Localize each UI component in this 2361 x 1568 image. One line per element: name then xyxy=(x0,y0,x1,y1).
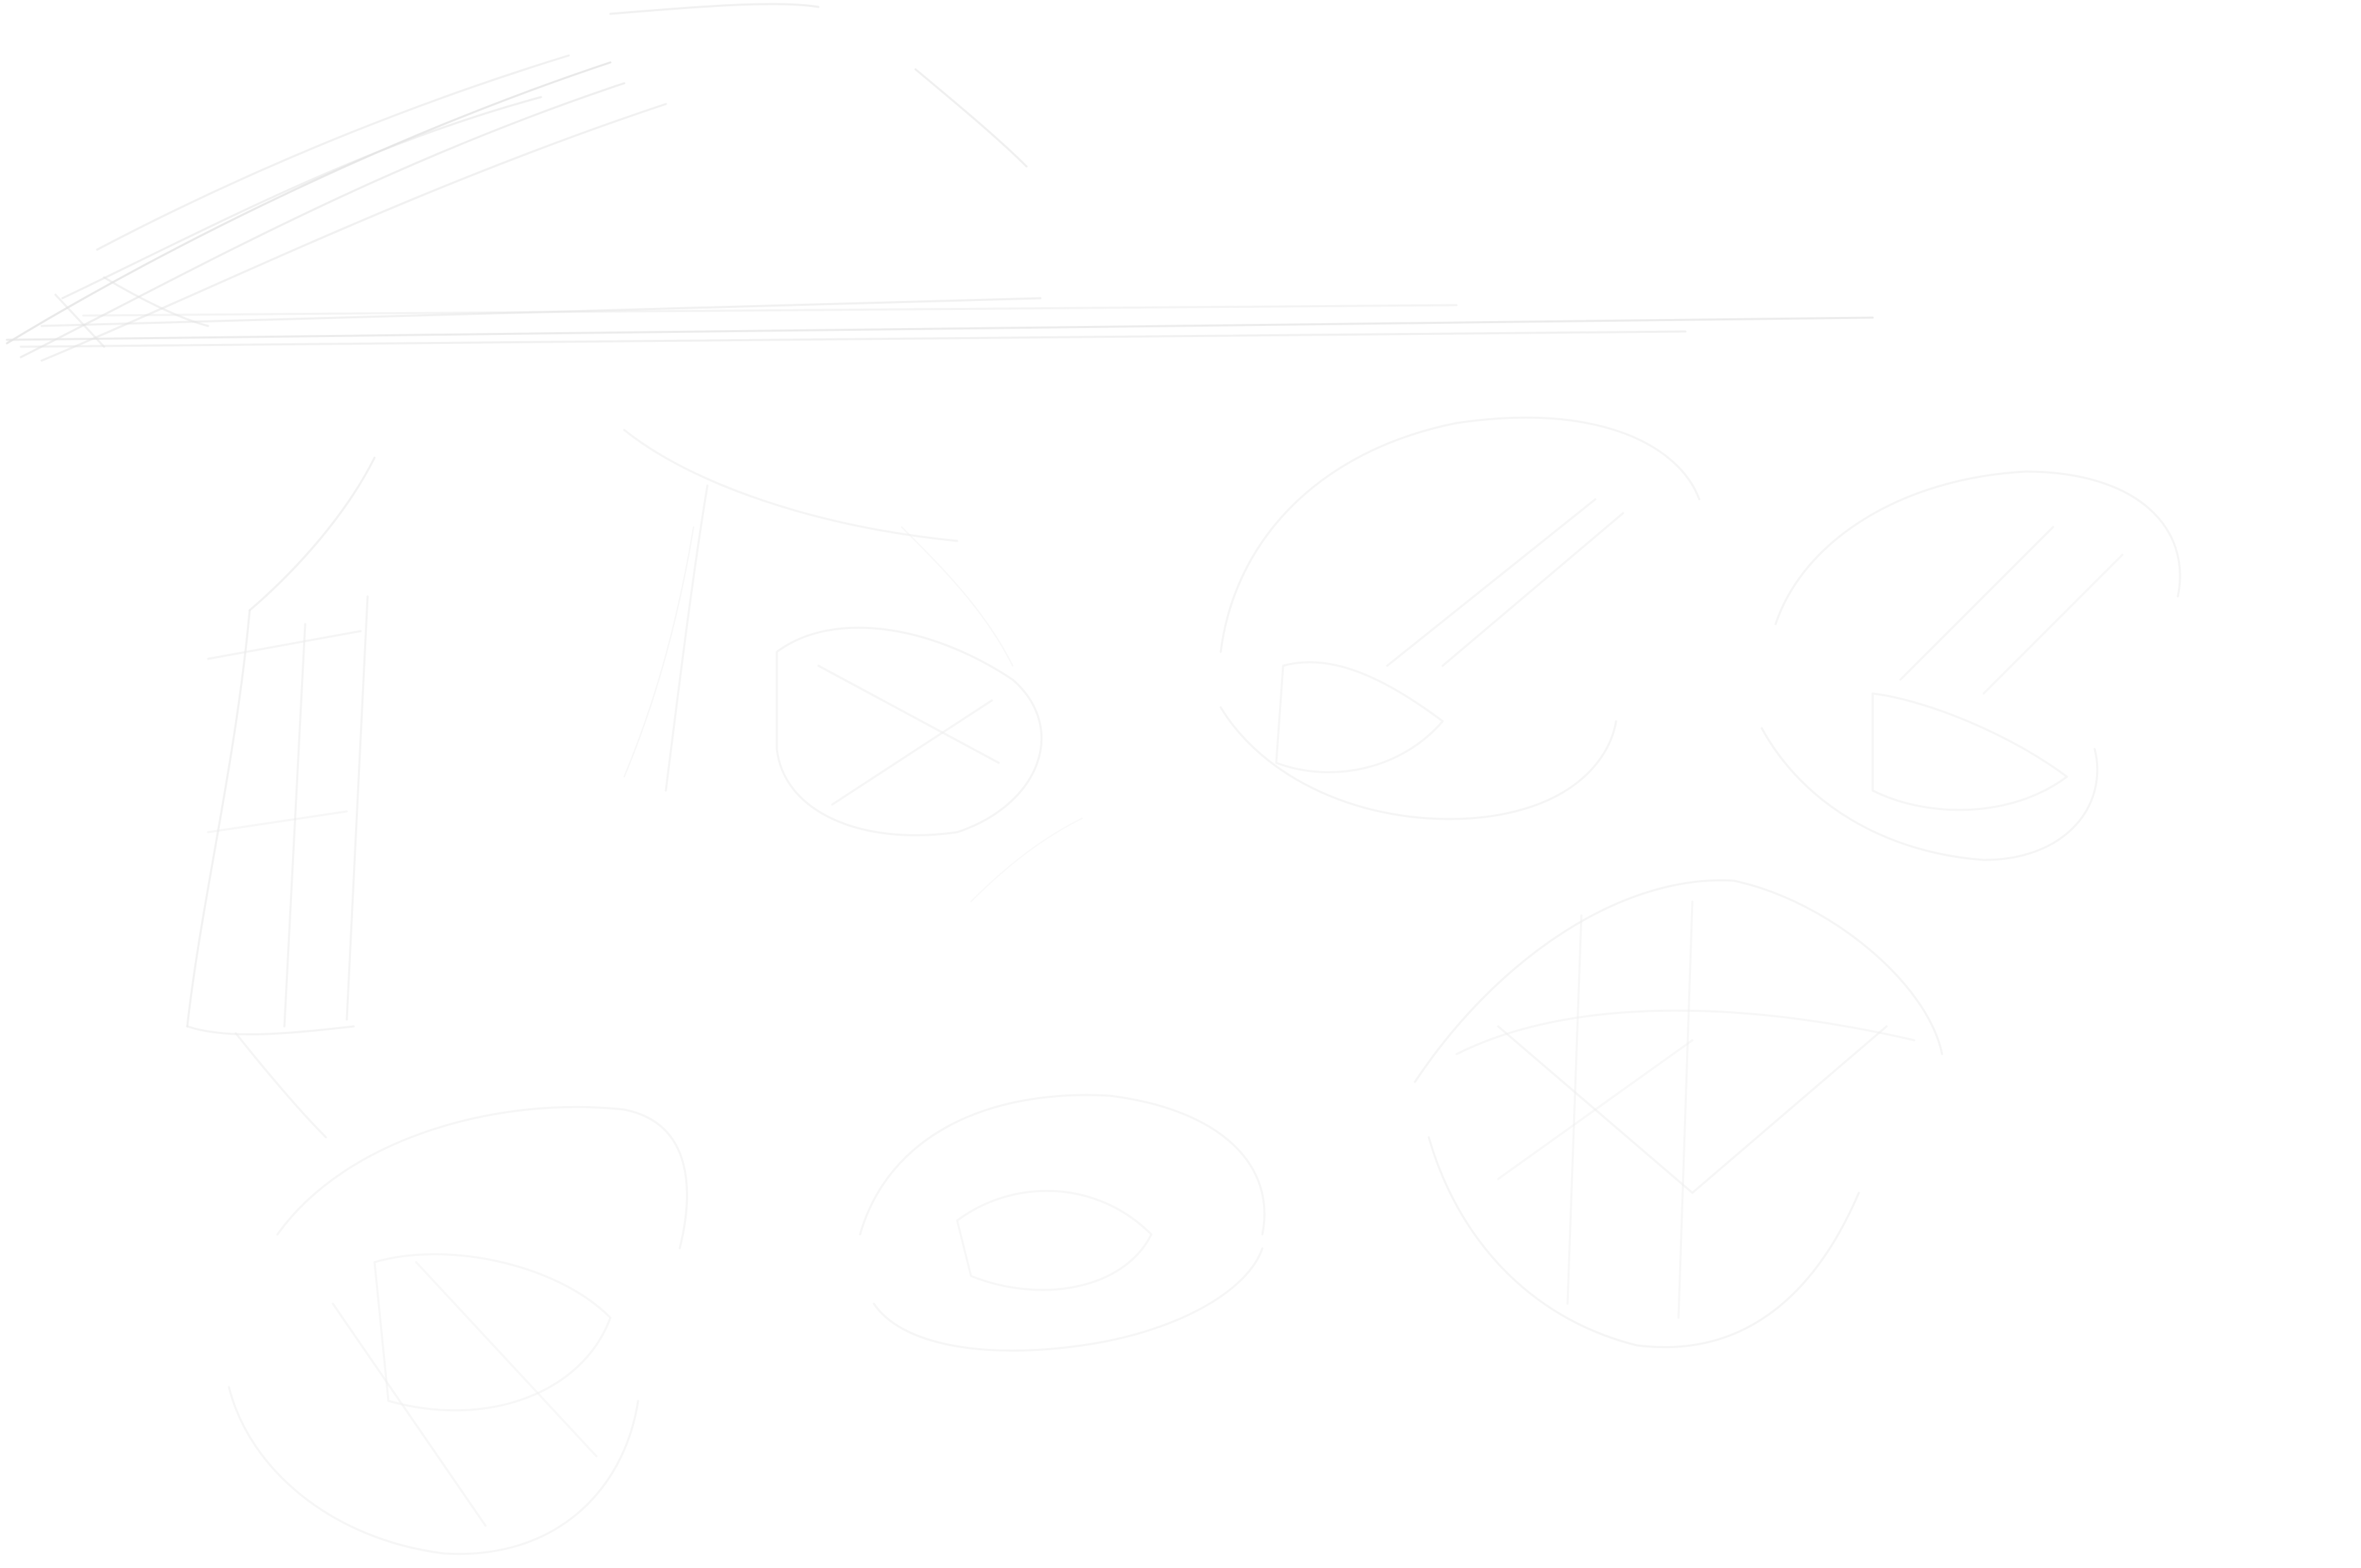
cube-sketch-1 xyxy=(623,429,1043,836)
cube-sketch-2 xyxy=(1219,416,1701,820)
cube-sketch-3 xyxy=(1760,470,2181,861)
cube-sketch-5 xyxy=(859,1094,1266,1352)
pencil-sketch xyxy=(6,3,1874,362)
rectangular-box-sketch xyxy=(186,456,376,1139)
cube-sketch-6 xyxy=(1414,879,1943,1349)
cube-sketch-4 xyxy=(227,1105,688,1556)
cube-sketch-7 xyxy=(624,526,1083,902)
